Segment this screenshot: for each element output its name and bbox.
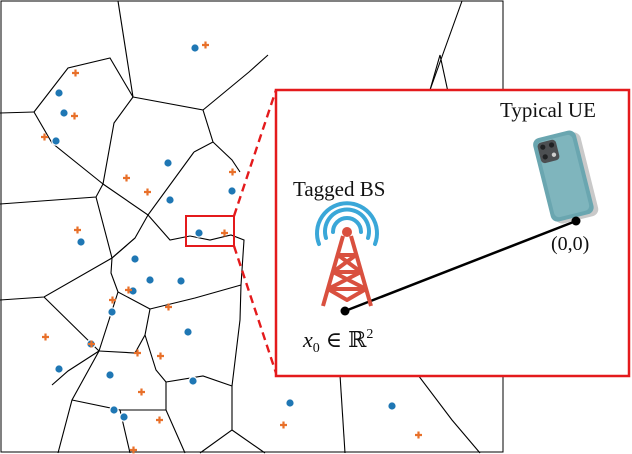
user-marker xyxy=(157,352,164,360)
base-station-marker xyxy=(51,136,61,146)
user-marker xyxy=(130,446,137,454)
user-marker xyxy=(156,416,163,424)
bs-position-label: x0∈ℝ2 xyxy=(302,327,373,356)
user-marker xyxy=(123,174,130,182)
base-station-marker xyxy=(183,327,193,337)
user-marker xyxy=(165,303,172,311)
user-marker xyxy=(42,333,49,341)
user-marker xyxy=(202,41,209,49)
user-marker xyxy=(144,188,151,196)
base-station-marker xyxy=(119,412,129,422)
base-station-marker xyxy=(59,108,69,118)
base-station-marker xyxy=(107,307,117,317)
zoom-lines xyxy=(232,89,278,374)
tagged-bs-point xyxy=(340,306,350,316)
base-station-marker xyxy=(176,276,186,286)
voronoi-cell-edges xyxy=(0,0,481,454)
tagged-bs-label: Tagged BS xyxy=(293,177,385,201)
cell-tower-icon xyxy=(315,201,379,307)
user-marker xyxy=(71,112,78,120)
base-station-markers xyxy=(51,43,397,422)
base-station-marker xyxy=(227,186,237,196)
smartphone-icon xyxy=(533,130,599,224)
ue-coordinate-label: (0,0) xyxy=(551,233,589,255)
user-marker xyxy=(88,340,95,348)
user-marker xyxy=(134,349,141,357)
user-marker xyxy=(74,226,81,234)
base-station-marker xyxy=(190,43,200,53)
user-marker xyxy=(125,286,132,294)
user-marker xyxy=(415,431,422,439)
base-station-marker xyxy=(105,370,115,380)
base-station-marker xyxy=(109,405,119,415)
user-marker xyxy=(280,421,287,429)
user-marker xyxy=(221,229,228,237)
user-marker xyxy=(138,388,145,396)
base-station-marker xyxy=(188,376,198,386)
base-station-marker xyxy=(145,275,155,285)
base-station-marker xyxy=(285,398,295,408)
user-markers xyxy=(41,41,422,454)
base-station-marker xyxy=(54,364,64,374)
tagged-region-highlight xyxy=(185,215,235,247)
user-marker xyxy=(109,296,116,304)
typical-ue-label: Typical UE xyxy=(500,98,596,122)
user-marker xyxy=(72,69,79,77)
base-station-marker xyxy=(130,254,140,264)
typical-ue-point xyxy=(571,216,581,226)
link-line xyxy=(344,219,577,313)
base-station-marker xyxy=(194,228,204,238)
base-station-marker xyxy=(54,88,64,98)
user-marker xyxy=(229,168,236,176)
base-station-marker xyxy=(387,401,397,411)
base-station-marker xyxy=(165,195,175,205)
base-station-marker xyxy=(163,158,173,168)
user-marker xyxy=(41,133,48,141)
base-station-marker xyxy=(76,237,86,247)
